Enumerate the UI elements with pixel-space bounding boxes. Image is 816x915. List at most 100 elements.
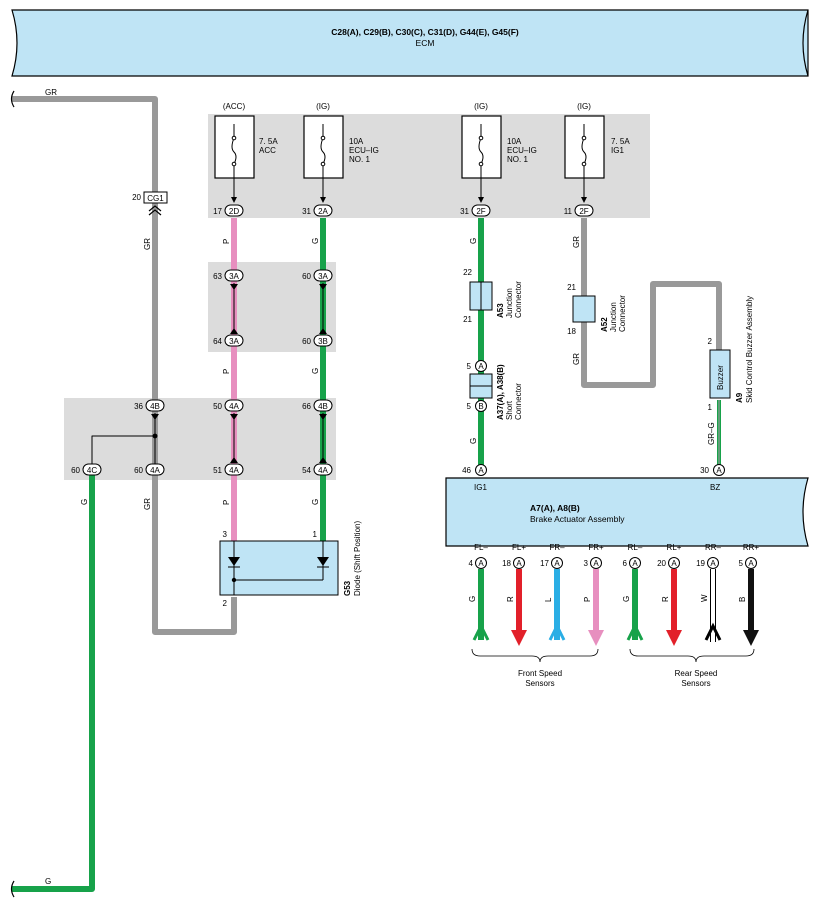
svg-text:66: 66 <box>302 402 311 411</box>
svg-text:BZ: BZ <box>710 483 720 492</box>
direction-arrow-down <box>511 630 527 646</box>
sensor-pin-name: FL– <box>474 543 488 552</box>
sensor-wire-color: R <box>506 596 515 602</box>
direction-arrow-up <box>548 622 566 641</box>
pin-arrows <box>151 284 327 463</box>
svg-text:60: 60 <box>302 272 311 281</box>
svg-text:P: P <box>222 369 231 374</box>
svg-text:2: 2 <box>223 599 228 608</box>
svg-text:17: 17 <box>213 207 222 216</box>
svg-text:P: P <box>222 239 231 244</box>
svg-text:3A: 3A <box>229 337 239 346</box>
sensor-pin-badge <box>551 557 563 569</box>
sensor-wire-color: G <box>622 596 631 602</box>
fuse-name: ACC <box>259 146 276 155</box>
svg-text:G: G <box>311 368 320 374</box>
wire-labels: GR G GR P G P G P G GR P G G G GR GR GR–… <box>45 88 716 886</box>
fuse-ig1: (IG) 7. 5A IG1 <box>564 102 630 203</box>
svg-text:GR: GR <box>143 238 152 250</box>
sensor-pin-name: FR– <box>549 543 565 552</box>
fuse-amp: 10A <box>507 137 522 146</box>
svg-text:Buzzer: Buzzer <box>716 365 725 390</box>
sensor-pin-badge <box>745 557 757 569</box>
fuse-name-2: NO. 1 <box>349 155 370 164</box>
sensor-pin-badge <box>707 557 719 569</box>
svg-text:A53: A53 <box>496 303 505 318</box>
svg-text:1: 1 <box>313 530 318 539</box>
ecm-code: C28(A), C29(B), C30(C), C31(D), G44(E), … <box>331 27 519 37</box>
svg-text:Skid Control Buzzer Assembly: Skid Control Buzzer Assembly <box>745 296 754 403</box>
svg-text:5: 5 <box>467 402 472 411</box>
direction-arrow-up <box>704 622 722 641</box>
fuse-supply: (IG) <box>474 102 488 111</box>
svg-text:4B: 4B <box>150 402 160 411</box>
svg-text:G53: G53 <box>343 580 352 596</box>
svg-text:A52: A52 <box>600 317 609 332</box>
sensor-pin-badge <box>590 557 602 569</box>
buzzer: 2 Buzzer 1 A9 Skid Control Buzzer Assemb… <box>708 296 754 412</box>
svg-text:GR: GR <box>143 498 152 510</box>
sensor-group-labels: Front Speed Sensors Rear Speed Sensors <box>518 669 717 688</box>
svg-text:21: 21 <box>463 315 472 324</box>
fuse-amp: 7. 5A <box>259 137 278 146</box>
ecm-block: C28(A), C29(B), C30(C), C31(D), G44(E), … <box>11 9 809 77</box>
sensor-pin-badge <box>668 557 680 569</box>
sensor-pin-number: 18 <box>502 559 511 568</box>
sensor-wire-color: L <box>544 597 553 602</box>
ecm-shape <box>11 9 809 77</box>
svg-text:B: B <box>478 402 483 411</box>
sensor-pin-name: RL– <box>628 543 643 552</box>
svg-text:Front Speed: Front Speed <box>518 669 562 678</box>
svg-text:3A: 3A <box>229 272 239 281</box>
fuses: (ACC) 7. 5A ACC (IG) 10A ECU–IG NO. 1 (I… <box>214 102 630 203</box>
fuse-amp: 10A <box>349 137 364 146</box>
svg-text:31: 31 <box>302 207 311 216</box>
svg-text:4B: 4B <box>318 402 328 411</box>
wire-gr-buzzer <box>581 218 722 388</box>
direction-arrow-down <box>743 630 759 646</box>
svg-text:2F: 2F <box>579 207 588 216</box>
sensor-pin-conn: A <box>671 559 677 568</box>
wire-g-left <box>12 474 95 892</box>
pin-badge: 17 2D <box>213 204 244 217</box>
wires <box>12 96 722 892</box>
sensor-pin-badge <box>475 557 487 569</box>
junction-block-band-4 <box>64 398 336 480</box>
cg1-pin: 20 <box>132 193 141 202</box>
svg-text:30: 30 <box>700 466 709 475</box>
svg-text:A: A <box>478 362 484 371</box>
sensor-wire-color: G <box>468 596 477 602</box>
junction-connector-a52: 21 18 A52 Junction Connector <box>567 283 627 336</box>
short-connector: A37(A), A38(B) Short Connector <box>469 364 523 420</box>
svg-text:Rear Speed: Rear Speed <box>675 669 718 678</box>
svg-text:60: 60 <box>134 466 143 475</box>
speed-sensor-wires: FL–4GAFL+18RAFR–17LAFR+3PARL–6GARL+20RAR… <box>468 543 759 646</box>
sensor-wire-color: R <box>661 596 670 602</box>
svg-text:3A: 3A <box>318 272 328 281</box>
sensor-pin-conn: A <box>748 559 754 568</box>
svg-text:GR–G: GR–G <box>707 422 716 445</box>
svg-text:Short: Short <box>505 400 514 420</box>
svg-text:2D: 2D <box>229 207 239 216</box>
sensor-pin-conn: A <box>516 559 522 568</box>
svg-text:G: G <box>80 499 89 505</box>
svg-text:P: P <box>222 500 231 505</box>
direction-arrow-up <box>472 622 490 641</box>
sensor-pin-name: FR+ <box>588 543 604 552</box>
fuse-supply: (ACC) <box>223 102 246 111</box>
svg-text:63: 63 <box>213 272 222 281</box>
ecm-name: ECM <box>416 38 435 48</box>
svg-text:4C: 4C <box>87 466 97 475</box>
sensor-wire-rlminus: RL–6GA <box>622 543 644 641</box>
svg-text:A9: A9 <box>735 392 744 403</box>
